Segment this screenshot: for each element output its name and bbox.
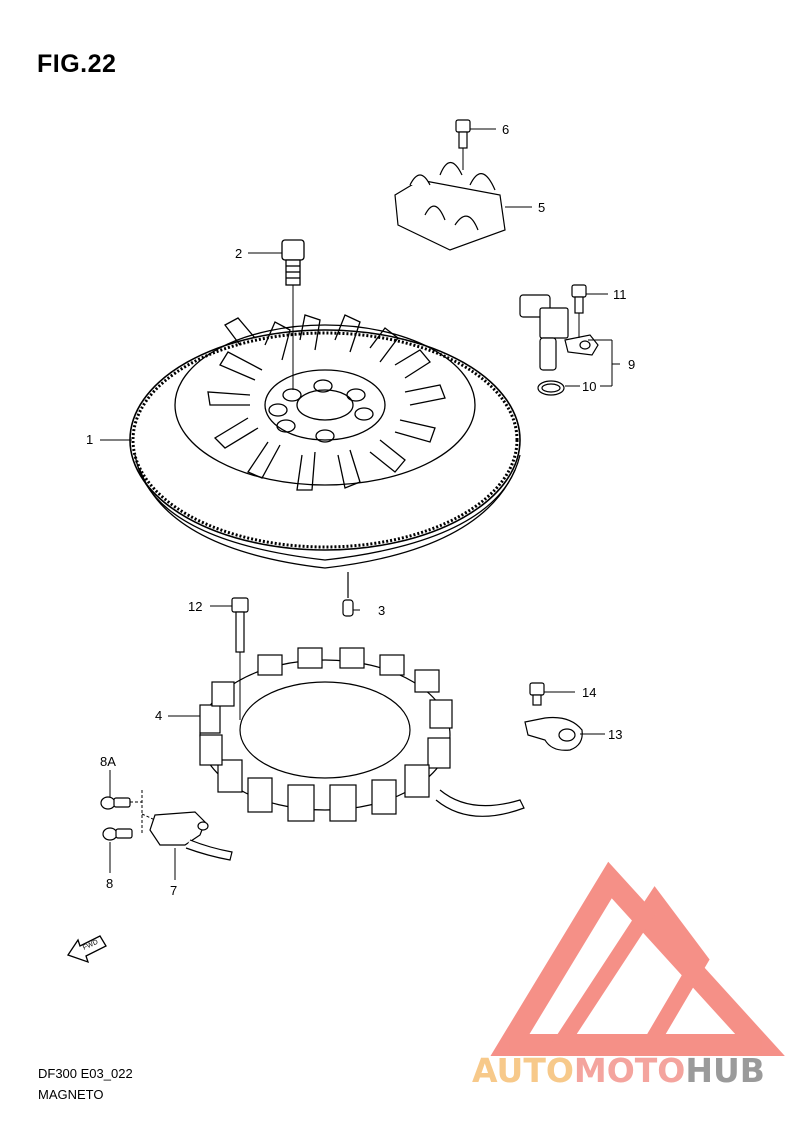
callout-7: 7 — [170, 883, 177, 898]
callout-1: 1 — [86, 432, 93, 447]
callout-12: 12 — [188, 599, 202, 614]
stator-bolt — [231, 597, 249, 720]
callout-3: 3 — [378, 603, 385, 618]
callout-5: 5 — [538, 200, 545, 215]
callout-14: 14 — [582, 685, 596, 700]
screw-8a — [100, 796, 131, 810]
dowel-pin — [342, 572, 354, 617]
callout-10: 10 — [582, 379, 596, 394]
stator — [199, 647, 525, 822]
stator-coils — [199, 647, 453, 822]
fwd-arrow-icon: FWD — [66, 935, 107, 964]
flywheel — [129, 314, 521, 569]
callout-2: 2 — [235, 246, 242, 261]
callout-11: 11 — [613, 287, 627, 302]
leader-lines — [100, 128, 620, 880]
callout-8: 8 — [106, 876, 113, 891]
pulser-coil — [149, 811, 233, 861]
screw-8 — [102, 827, 133, 841]
callout-8a: 8A — [100, 754, 116, 769]
sensor-bolt — [571, 284, 587, 338]
figure-name: MAGNETO — [38, 1087, 104, 1102]
o-ring — [537, 380, 565, 396]
cable-clip — [524, 716, 583, 751]
watermark-logo — [490, 861, 785, 1056]
figure-code: DF300 E03_022 — [38, 1066, 133, 1081]
flywheel-bolt — [281, 239, 305, 390]
flywheel-hub-holes — [268, 379, 374, 443]
crank-position-sensor — [519, 294, 599, 371]
watermark-text: AUTOMOTOHUB — [472, 1051, 765, 1090]
callout-6: 6 — [502, 122, 509, 137]
figure-title: FIG.22 — [37, 50, 117, 78]
wire-clamp — [394, 161, 506, 251]
callout-labels: 1 2 3 4 5 6 7 8 8A 9 10 11 12 13 14 — [86, 122, 635, 898]
callout-9: 9 — [628, 357, 635, 372]
flywheel-fins — [207, 314, 446, 491]
clamp-bolt — [455, 119, 471, 170]
callout-13: 13 — [608, 727, 622, 742]
clip-bolt — [529, 682, 545, 706]
callout-4: 4 — [155, 708, 162, 723]
